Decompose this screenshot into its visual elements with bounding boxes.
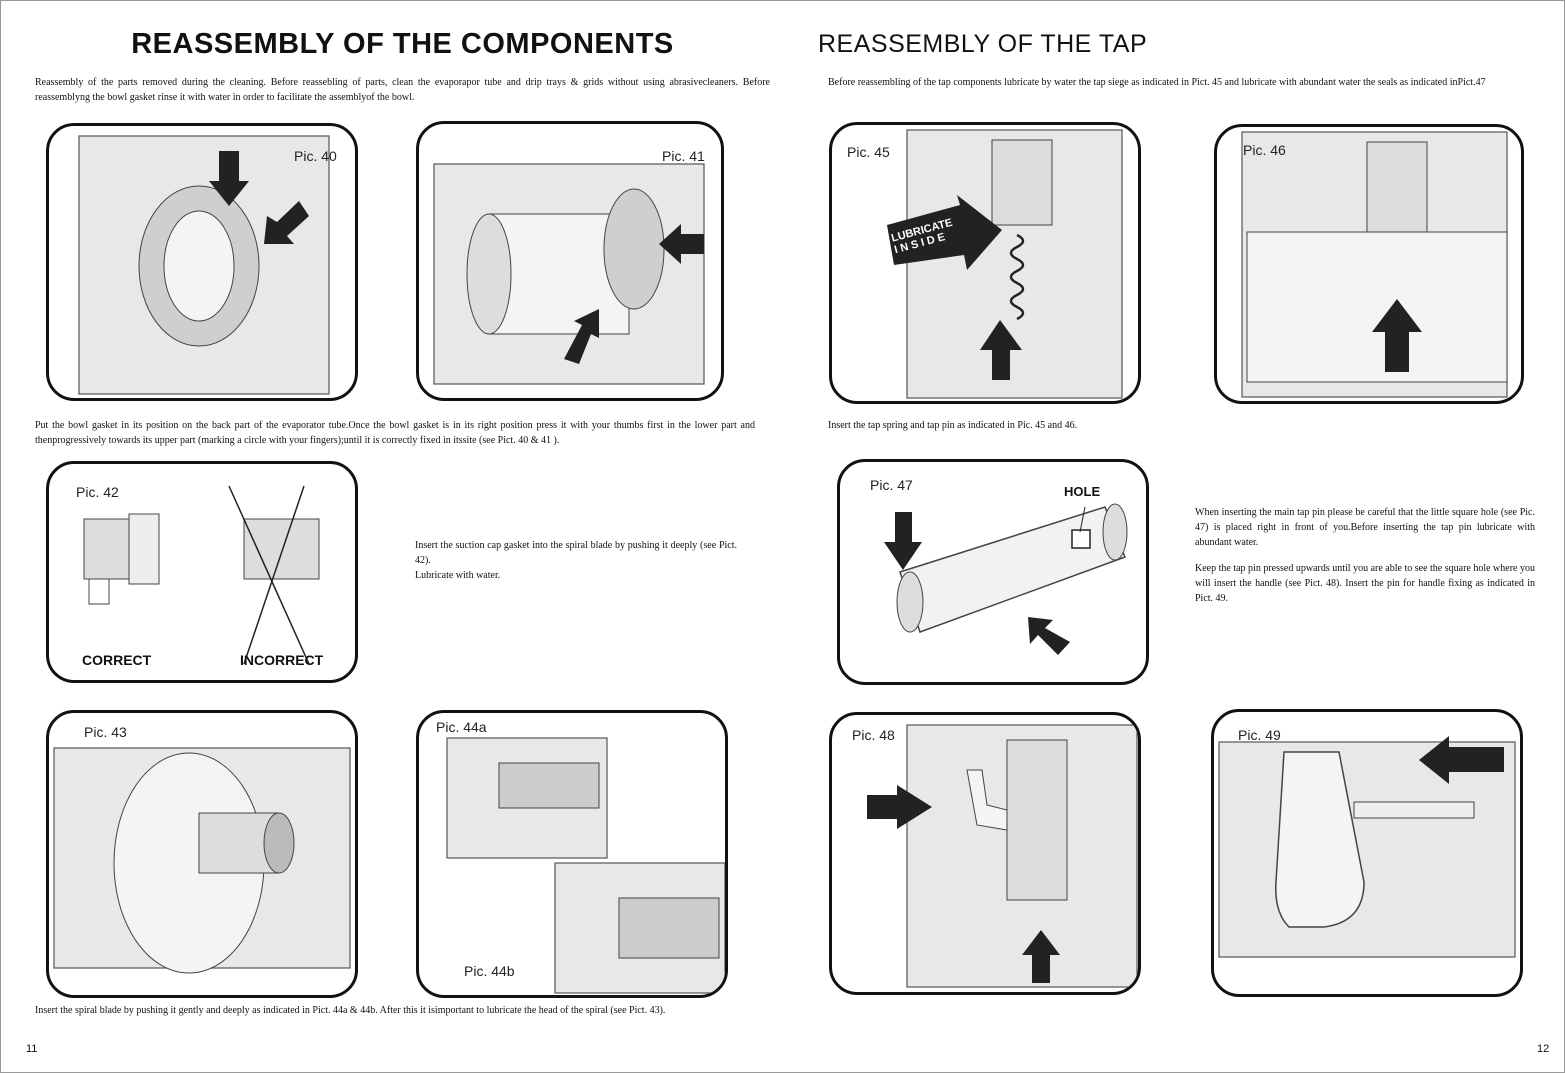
pic-47-label: Pic. 47: [870, 477, 913, 493]
right-caption-2a: When inserting the main tap pin please b…: [1195, 507, 1535, 548]
pic-43-panel: Pic. 43: [46, 710, 358, 998]
pic-43-label: Pic. 43: [84, 724, 127, 740]
hole-label: HOLE: [1064, 484, 1101, 499]
page-number-right: 12: [1537, 1043, 1550, 1055]
pic-45-panel: Pic. 45 LUBRICATE I N S I D E: [829, 122, 1141, 404]
pic-46-label: Pic. 46: [1243, 142, 1286, 158]
left-page-title: REASSEMBLY OF THE COMPONENTS: [131, 28, 674, 60]
correct-label: CORRECT: [82, 652, 152, 668]
pic-42-panel: Pic. 42 CORRECT INCORRECT: [46, 461, 358, 683]
page-number-left: 11: [26, 1043, 38, 1055]
pic-48-label: Pic. 48: [852, 727, 895, 743]
pic-40-label: Pic. 40: [294, 148, 337, 164]
incorrect-label: INCORRECT: [240, 652, 324, 668]
right-page-title: REASSEMBLY OF THE TAP: [818, 30, 1148, 58]
left-intro-text: Reassembly of the parts removed during t…: [35, 77, 770, 103]
pic-47-panel: Pic. 47 HOLE: [837, 459, 1149, 685]
pic-44b-label: Pic. 44b: [464, 963, 515, 979]
pic-41-illustration: [433, 163, 705, 385]
pic-45-illustration: [887, 129, 1123, 399]
pic-46-illustration: [1241, 131, 1508, 398]
pic-48-panel: Pic. 48: [829, 712, 1141, 995]
right-caption-1: Insert the tap spring and tap pin as ind…: [828, 420, 1078, 431]
right-caption-2b: Keep the tap pin pressed upwards until y…: [1195, 563, 1535, 604]
pic-42-illustration: [83, 485, 320, 665]
pic-49-illustration: [1218, 736, 1516, 958]
left-caption-3: Insert the spiral blade by pushing it ge…: [35, 1005, 666, 1016]
pic-44a-label: Pic. 44a: [436, 719, 487, 735]
pic-47-illustration: [884, 503, 1128, 655]
pic-48-illustration: [867, 724, 1138, 988]
pic-41-panel: Pic. 41: [416, 121, 724, 401]
pic-43-illustration: [53, 747, 351, 974]
pic-46-panel: Pic. 46: [1214, 124, 1524, 404]
left-caption-2: Insert the suction cap gasket into the s…: [415, 540, 737, 581]
pic-40-panel: Pic. 40: [46, 123, 358, 401]
pic-49-label: Pic. 49: [1238, 727, 1281, 743]
pic-44-illustration: [446, 737, 725, 994]
pic-49-panel: Pic. 49: [1211, 709, 1523, 997]
right-intro-text: Before reassembling of the tap component…: [828, 77, 1486, 88]
pic-40-illustration: [78, 135, 330, 395]
pic-41-label: Pic. 41: [662, 148, 705, 164]
pic-42-label: Pic. 42: [76, 484, 119, 500]
left-caption-1: Put the bowl gasket in its position on t…: [35, 420, 755, 446]
pic-45-label: Pic. 45: [847, 144, 890, 160]
pic-44-panel: Pic. 44a Pic. 44b: [416, 710, 728, 998]
